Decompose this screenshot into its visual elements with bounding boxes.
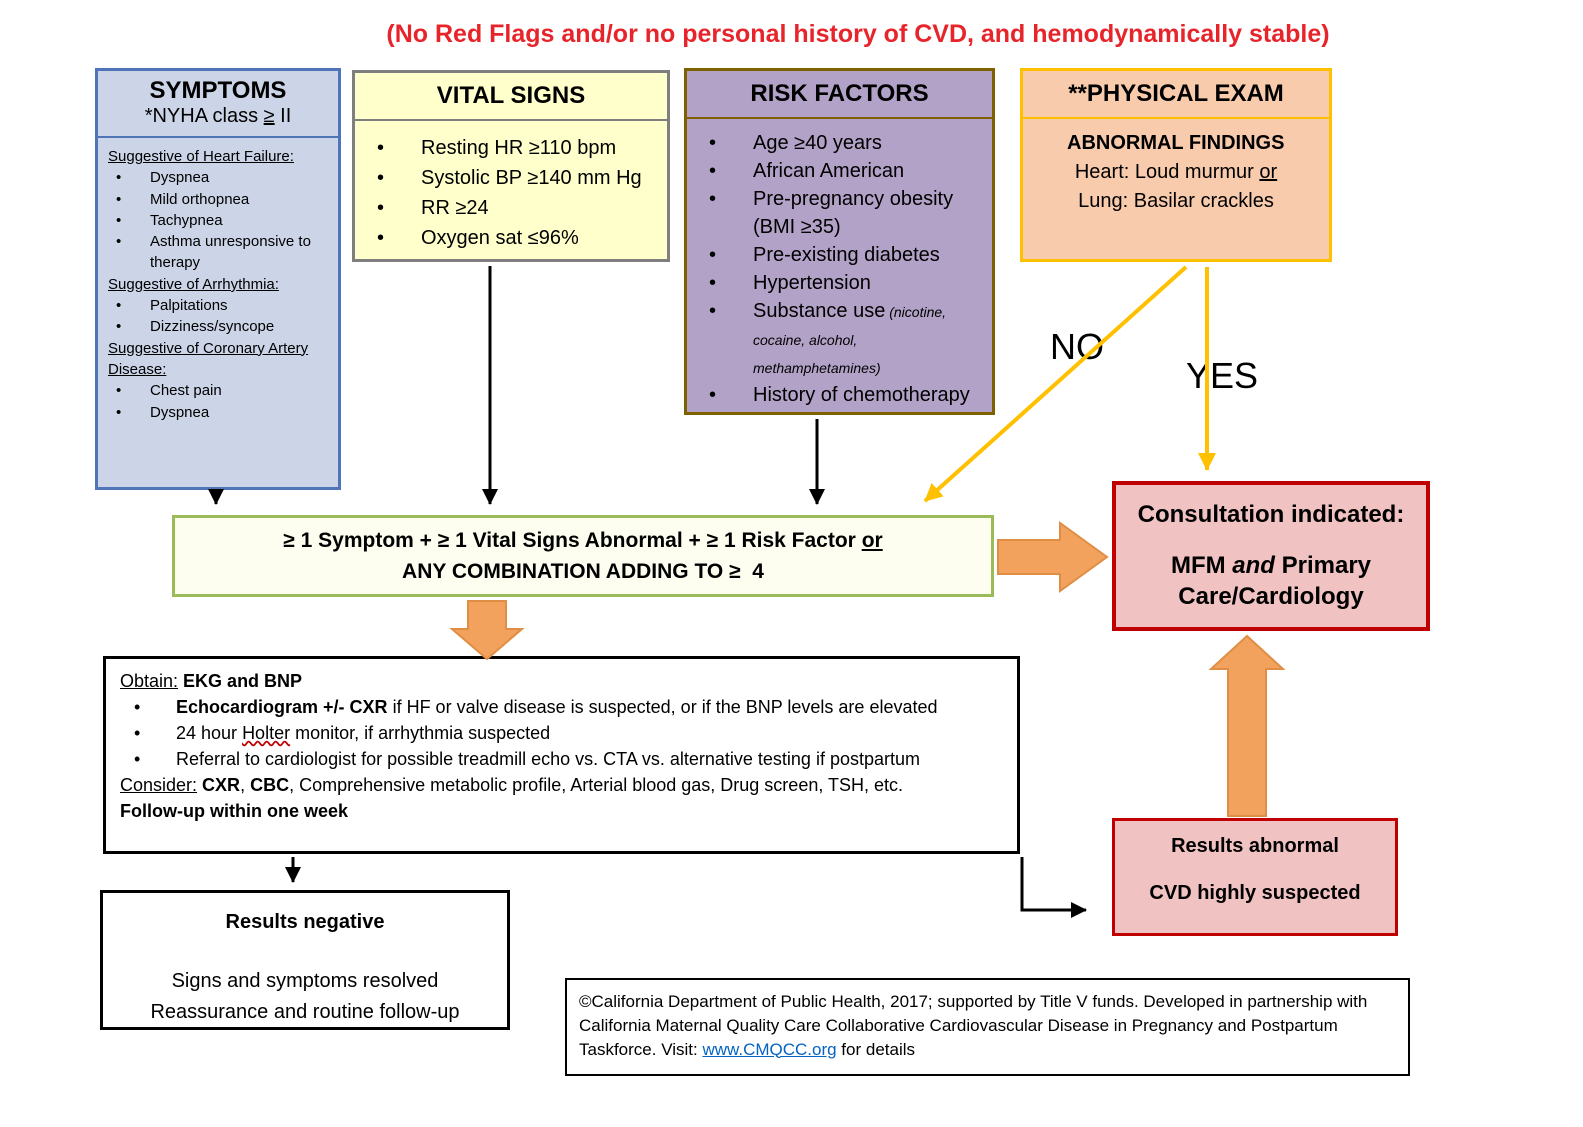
symptoms-title: SYMPTOMS (149, 77, 287, 104)
results-abnormal-title: Results abnormal (1171, 835, 1339, 857)
list-item: History of chemotherapy (687, 381, 986, 409)
obtain-line: Obtain: EKG and BNP (120, 671, 303, 691)
arrow-criteria-to-consultation (997, 521, 1109, 593)
consider-line: Consider: CXR, CBC, Comprehensive metabo… (120, 775, 904, 796)
symptoms-list: Suggestive of Heart Failure: Dyspnea Mil… (98, 138, 338, 423)
list-item: RR ≥24 (355, 193, 661, 223)
list-item: Mild orthopnea (108, 189, 332, 211)
physical-exam-content: ABNORMAL FINDINGS Heart: Loud murmur or … (1023, 119, 1329, 216)
attribution-box: ©California Department of Public Health,… (565, 978, 1410, 1076)
criteria-line1: ≥ 1 Symptom + ≥ 1 Vital Signs Abnormal +… (283, 528, 883, 552)
list-item: Hypertension (687, 269, 986, 297)
list-item: 24 hour Holter monitor, if arrhythmia su… (120, 720, 1005, 746)
vital-signs-box: VITAL SIGNS Resting HR ≥110 bpm Systolic… (352, 70, 670, 262)
criteria-line2: ANY COMBINATION ADDING TO ≥ 4 (402, 560, 764, 583)
consultation-box: Consultation indicated: MFM and Primary … (1112, 481, 1430, 631)
page-title: (No Red Flags and/or no personal history… (386, 20, 1330, 48)
cmqcc-link[interactable]: www.CMQCC.org (702, 1039, 837, 1059)
vital-signs-list: Resting HR ≥110 bpm Systolic BP ≥140 mm … (355, 121, 667, 253)
no-branch-label: NO (1050, 326, 1104, 367)
attribution-text: ©California Department of Public Health,… (579, 992, 1368, 1059)
group-heading: Suggestive of Arrhythmia: (108, 275, 279, 293)
list-item: Oxygen sat ≤96% (355, 223, 661, 253)
followup-line: Follow-up within one week (120, 801, 348, 822)
list-item: Tachypnea (108, 210, 332, 232)
arrow-criteria-to-workup (449, 600, 525, 661)
list-item: Chest pain (108, 380, 332, 402)
substance-note: (nicotine, cocaine, alcohol, methampheta… (753, 304, 947, 376)
risk-factors-box: RISK FACTORS Age ≥40 years African Ameri… (684, 68, 995, 415)
list-item: Pre-existing diabetes (687, 241, 986, 269)
criteria-box: ≥ 1 Symptom + ≥ 1 Vital Signs Abnormal +… (172, 515, 994, 597)
list-item: Resting HR ≥110 bpm (355, 133, 661, 163)
consultation-detail: MFM and Primary Care/Cardiology (1170, 552, 1372, 611)
yes-branch-label: YES (1186, 355, 1259, 396)
list-item: Dyspnea (108, 167, 332, 189)
vital-signs-title: VITAL SIGNS (355, 73, 667, 121)
group-heading: Suggestive of Coronary Artery Disease: (108, 339, 309, 378)
arrow-workup-to-abnormal (1020, 857, 1087, 918)
risk-factors-title: RISK FACTORS (687, 71, 992, 119)
results-abnormal-box: Results abnormal CVD highly suspected (1112, 818, 1398, 936)
arrow-abnormal-to-consultation (1208, 634, 1286, 817)
list-item: Asthma unresponsive to therapy (108, 231, 332, 274)
list-item: Pre-pregnancy obesity (BMI ≥35) (687, 185, 986, 241)
physical-exam-box: **PHYSICAL EXAM ABNORMAL FINDINGS Heart:… (1020, 68, 1332, 262)
attribution-text-post: for details (836, 1039, 916, 1059)
symptoms-subtitle: *NYHA class ≥ II (144, 105, 292, 127)
list-item: Substance use (nicotine, cocaine, alcoho… (687, 297, 986, 381)
list-item: Referral to cardiologist for possible tr… (120, 746, 1005, 772)
list-item: Palpitations (108, 295, 332, 317)
results-negative-line1: Signs and symptoms resolved (171, 970, 439, 992)
consultation-title: Consultation indicated: (1137, 501, 1405, 528)
abnormal-findings-heading: ABNORMAL FINDINGS (1067, 132, 1285, 154)
list-item: Dyspnea (108, 402, 332, 424)
list-item: Systolic BP ≥140 mm Hg (355, 163, 661, 193)
exam-finding-heart: Heart: Loud murmur or (1074, 161, 1278, 183)
symptoms-box: SYMPTOMS *NYHA class ≥ II Suggestive of … (95, 68, 341, 490)
list-item: Echocardiogram +/- CXR if HF or valve di… (120, 694, 1005, 720)
list-item: African American (687, 157, 986, 185)
workup-box: Obtain: EKG and BNP Echocardiogram +/- C… (103, 656, 1020, 854)
results-negative-title: Results negative (225, 911, 385, 933)
list-item: Dizziness/syncope (108, 316, 332, 338)
results-abnormal-line2: CVD highly suspected (1149, 882, 1361, 904)
exam-finding-lung: Lung: Basilar crackles (1078, 190, 1274, 212)
results-negative-line2: Reassurance and routine follow-up (150, 1001, 460, 1023)
risk-factors-list: Age ≥40 years African American Pre-pregn… (687, 119, 992, 409)
physical-exam-title: **PHYSICAL EXAM (1023, 71, 1329, 119)
symptoms-header: SYMPTOMS *NYHA class ≥ II (98, 71, 338, 138)
results-negative-box: Results negative Signs and symptoms reso… (100, 890, 510, 1030)
group-heading: Suggestive of Heart Failure: (108, 148, 294, 165)
list-item: Age ≥40 years (687, 129, 986, 157)
